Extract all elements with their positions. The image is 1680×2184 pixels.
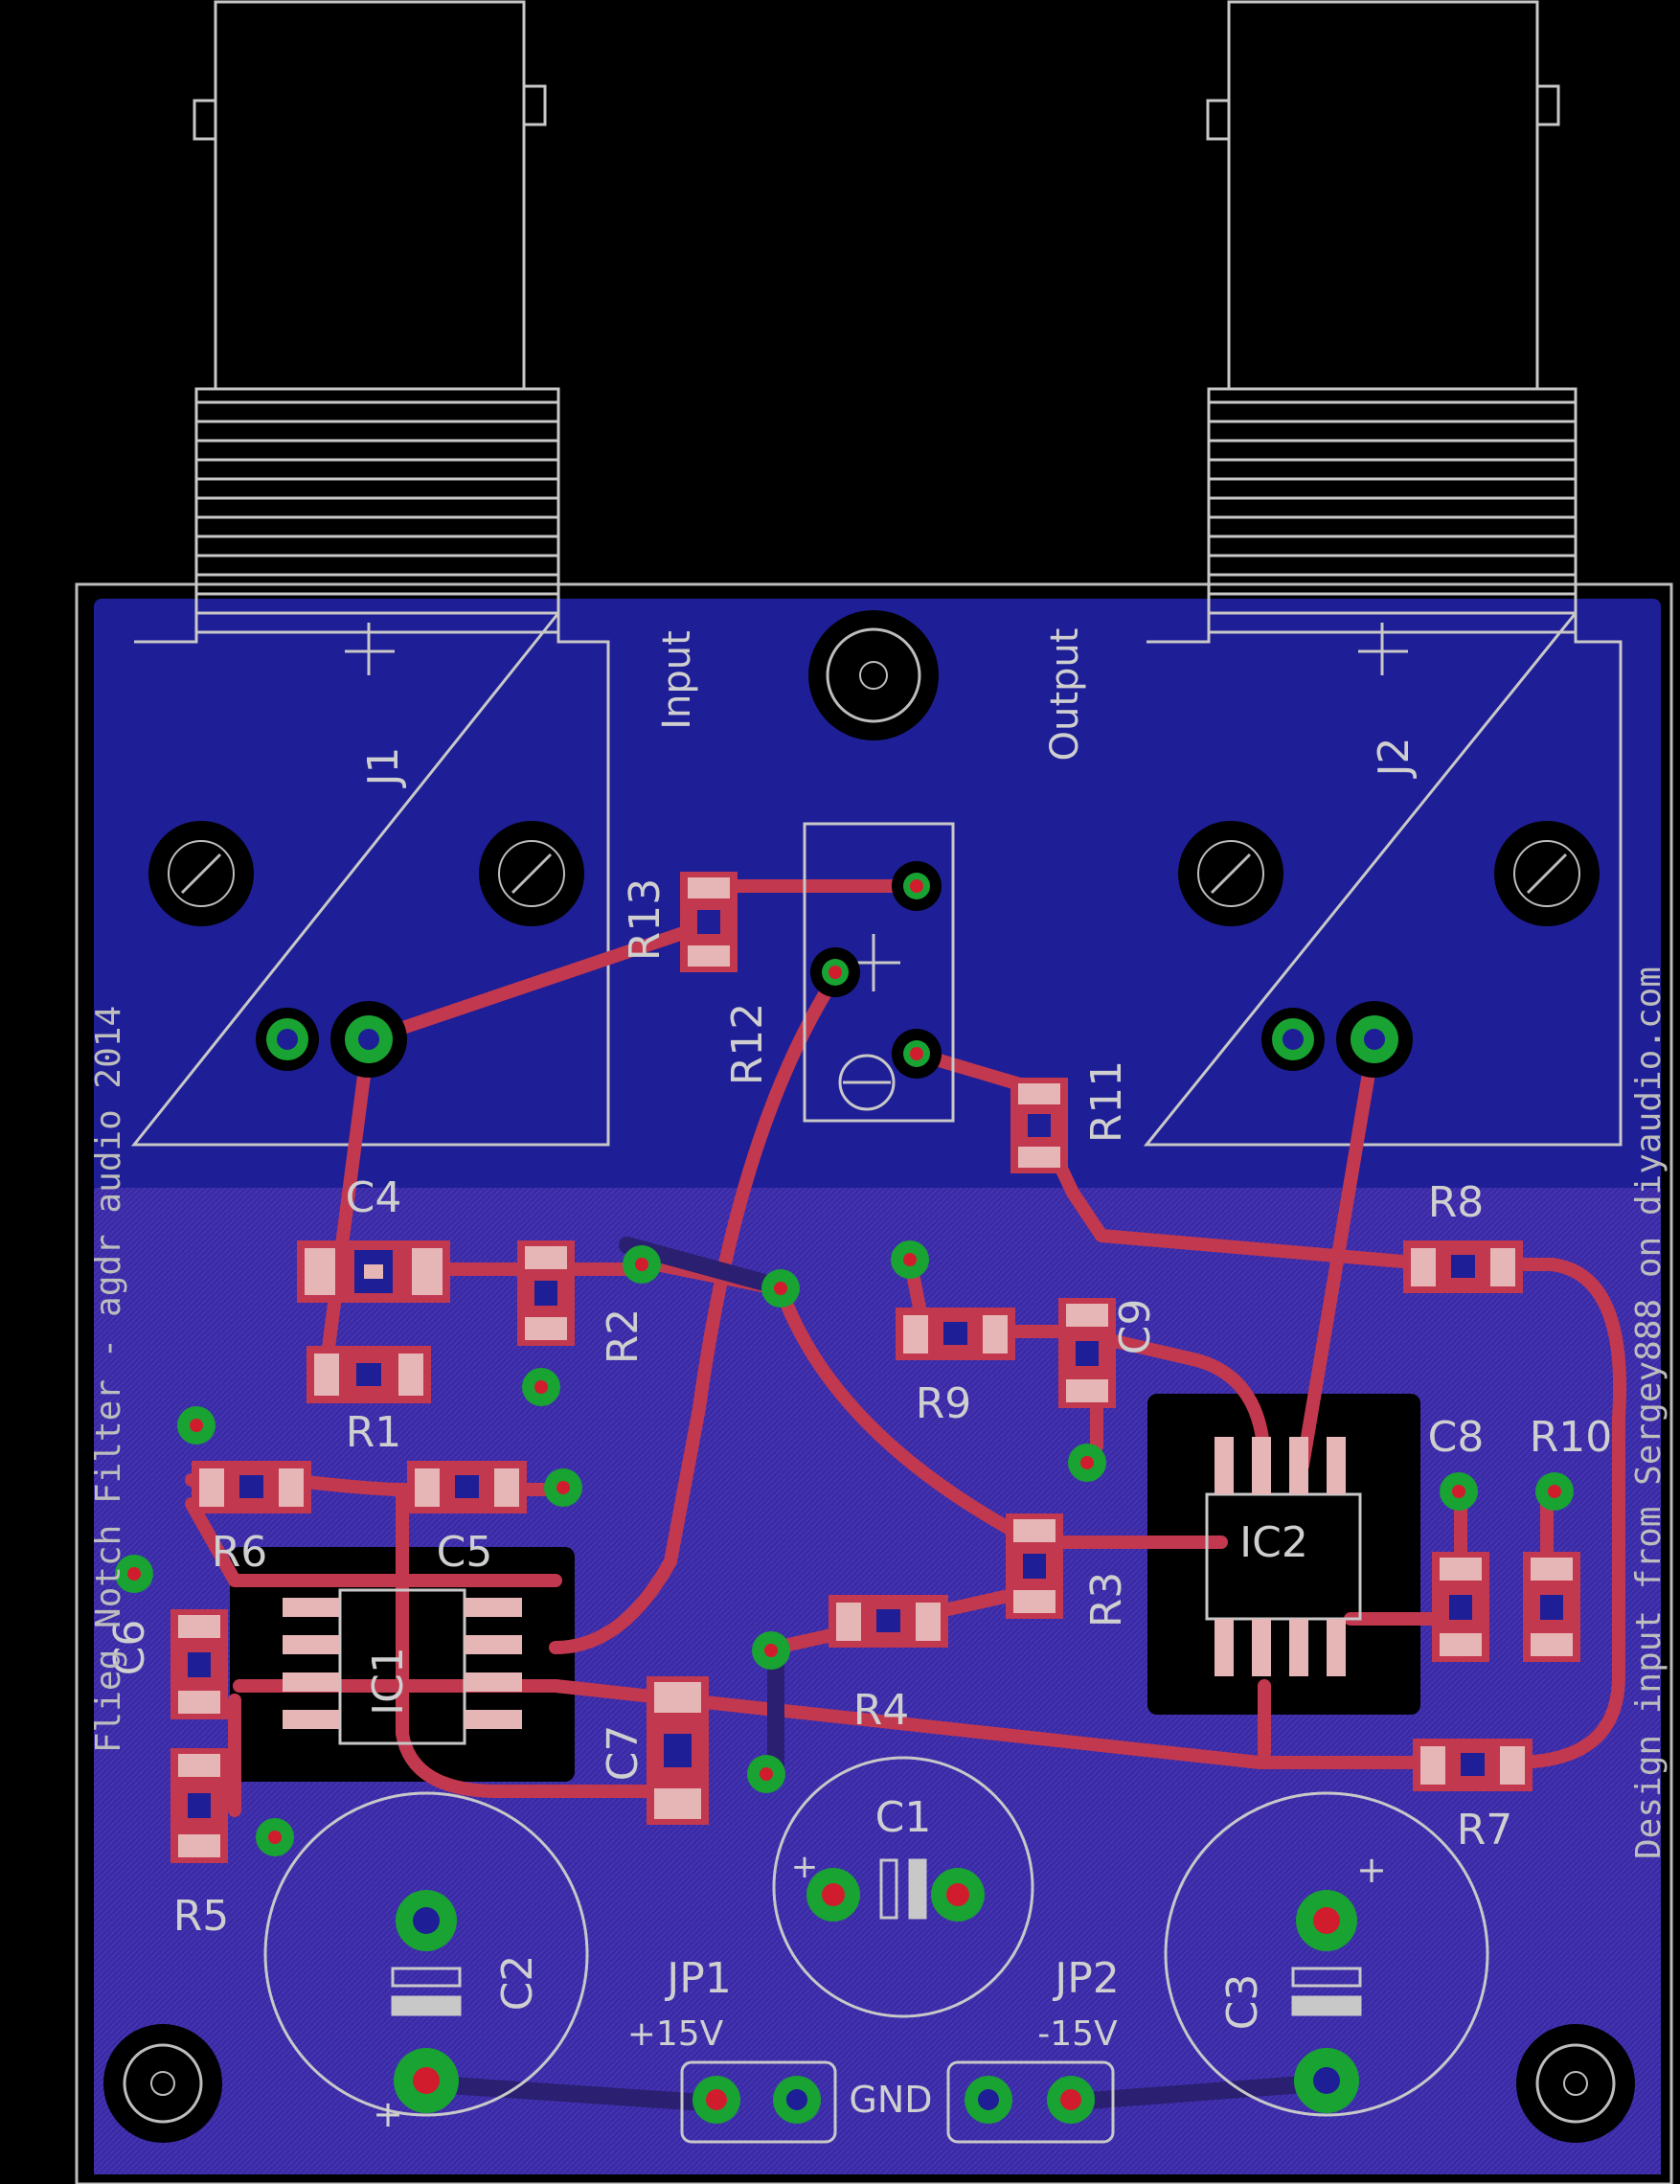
label-plus-c1: +	[791, 1848, 819, 1886]
label-r6: R6	[212, 1528, 268, 1577]
label-j2: J2	[1370, 738, 1419, 780]
label-r4: R4	[853, 1686, 910, 1735]
label-output: Output	[1043, 628, 1087, 762]
copper-traces	[185, 879, 1627, 1817]
label-c4: C4	[346, 1173, 402, 1222]
label-r10: R10	[1530, 1413, 1613, 1462]
label-jp1-voltage: +15V	[627, 2014, 724, 2054]
label-jp1: JP1	[664, 1954, 732, 2003]
label-input: Input	[655, 630, 699, 730]
electrolytic-caps	[263, 1756, 1489, 2117]
bnc-connector-j1	[130, 0, 610, 1147]
label-jp2: JP2	[1052, 1954, 1120, 2003]
label-r9: R9	[916, 1379, 972, 1428]
silkscreen-labels: J1 J2 Input Output R13 R12 R11 R2 R3 C9 …	[89, 628, 1669, 2135]
label-ic2: IC2	[1239, 1518, 1308, 1567]
label-jp2-voltage: -15V	[1037, 2014, 1118, 2054]
credit-right: Design input from Sergey888 on diyaudio.…	[1629, 967, 1669, 1859]
vias	[115, 1240, 1574, 1856]
label-r8: R8	[1428, 1178, 1485, 1227]
trimmer-r12	[803, 822, 955, 1123]
smd-resistors-capacitors	[170, 872, 1580, 1863]
label-ic1: IC1	[364, 1647, 413, 1716]
label-j1: J1	[359, 747, 408, 789]
label-gnd: GND	[849, 2079, 932, 2121]
label-c1: C1	[875, 1793, 932, 1842]
label-r11: R11	[1082, 1060, 1131, 1144]
credit-left: Flieg Notch Filter - agdr audio 2014	[89, 1006, 128, 1753]
label-r1: R1	[346, 1408, 402, 1457]
mounting-holes	[103, 610, 1635, 2143]
label-r2: R2	[599, 1308, 647, 1365]
bnc-connector-j2	[1143, 0, 1623, 1147]
label-c6: C6	[105, 1620, 154, 1676]
label-c3: C3	[1218, 1974, 1267, 2031]
ic1-chip	[283, 1588, 522, 1745]
label-r3: R3	[1082, 1572, 1131, 1628]
through-hole-pads	[256, 861, 1413, 2124]
board-outline	[75, 582, 1673, 2184]
label-c7: C7	[599, 1725, 647, 1782]
label-plus-c3: +	[1356, 1849, 1387, 1891]
label-c8: C8	[1428, 1413, 1485, 1462]
label-r5: R5	[173, 1892, 230, 1941]
label-r7: R7	[1457, 1806, 1513, 1854]
label-c5: C5	[437, 1528, 493, 1577]
headers	[680, 2060, 1115, 2144]
label-c9: C9	[1111, 1299, 1160, 1355]
label-r12: R12	[723, 1003, 772, 1086]
ic2-chip	[1205, 1437, 1362, 1676]
label-c2: C2	[493, 1955, 542, 2012]
label-plus-c2: +	[373, 2093, 403, 2135]
label-r13: R13	[621, 878, 670, 962]
